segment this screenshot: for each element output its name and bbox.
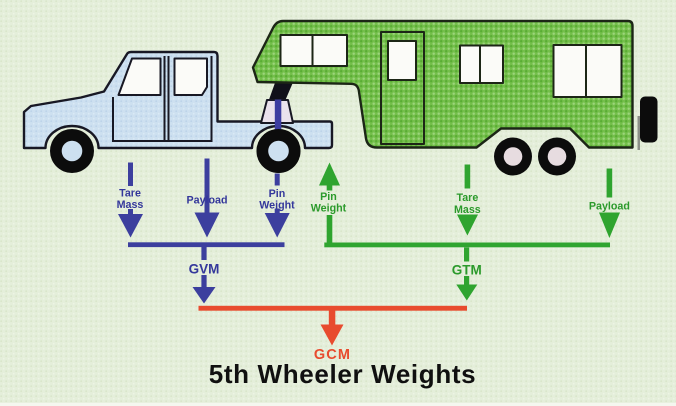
svg-text:Payload: Payload bbox=[187, 195, 228, 207]
svg-text:Weight: Weight bbox=[311, 203, 347, 215]
svg-text:5th Wheeler Weights: 5th Wheeler Weights bbox=[209, 359, 477, 389]
svg-text:Mass: Mass bbox=[454, 204, 481, 216]
svg-text:Weight: Weight bbox=[259, 200, 295, 212]
svg-text:Pin: Pin bbox=[269, 188, 286, 200]
svg-text:Tare: Tare bbox=[457, 192, 479, 204]
svg-text:Mass: Mass bbox=[117, 199, 144, 211]
svg-text:GCM: GCM bbox=[314, 347, 351, 363]
svg-text:Payload: Payload bbox=[589, 201, 630, 213]
svg-text:Tare: Tare bbox=[119, 188, 141, 200]
svg-text:Pin: Pin bbox=[320, 191, 337, 203]
svg-text:GTM: GTM bbox=[452, 263, 482, 278]
svg-text:GVM: GVM bbox=[189, 262, 220, 277]
